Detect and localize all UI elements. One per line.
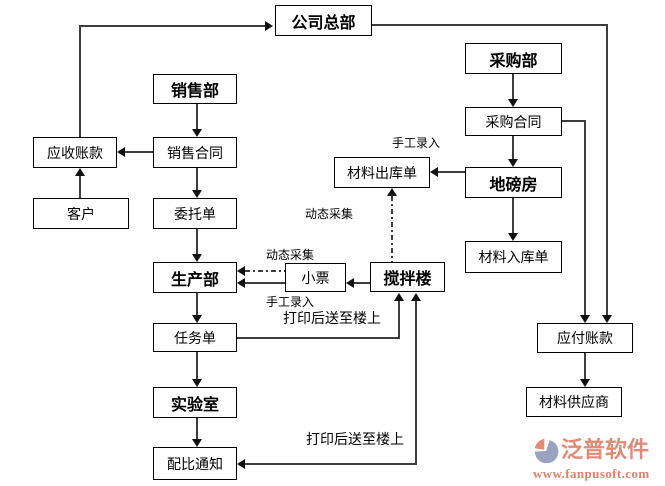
edge-production-to-task-line — [196, 293, 198, 315]
node-material-outbound-order: 材料出库单 — [334, 157, 430, 188]
edge-delegation-to-production-line — [196, 229, 198, 254]
node-production-dept: 生产部 — [153, 262, 237, 293]
edge-purchdept-to-contract-line — [512, 74, 514, 99]
edge-label-manual-entry-top: 手工录入 — [392, 136, 441, 150]
node-task-order: 任务单 — [153, 323, 237, 352]
edge-laboratory-to-notice-line — [196, 418, 198, 439]
edge-notice-mixing-vline — [415, 301, 417, 465]
edge-weighbridge-to-inbound-line — [512, 198, 514, 233]
edge-contract-to-receivable-line — [125, 151, 153, 153]
edge-task-to-mixing-vline — [398, 301, 400, 339]
node-material-supplier: 材料供应商 — [526, 387, 622, 417]
node-purchasing-dept: 采购部 — [465, 43, 562, 74]
edge-receivable-to-hq-hline — [79, 25, 266, 27]
node-mix-ratio-notice: 配比通知 — [153, 447, 237, 480]
edge-payable-to-supplier-line — [584, 353, 586, 379]
edge-weighbridge-to-outbound-line — [438, 171, 465, 173]
edge-label-print-upstairs-lower: 打印后送至楼上 — [306, 432, 404, 448]
edge-task-to-mixing-arrowhead — [394, 293, 404, 301]
fanpu-swoosh-icon — [534, 438, 559, 464]
edge-customer-to-receivable-line — [79, 176, 81, 198]
edge-delegation-to-production-arrowhead — [192, 254, 202, 262]
edge-label-manual-entry-mid: 手工录入 — [266, 295, 315, 309]
edge-ticket-to-production-line — [245, 282, 285, 284]
edge-mixing-to-ticket-arrowhead — [346, 278, 354, 288]
edge-laboratory-to-notice-arrowhead — [192, 439, 202, 447]
edge-mixing-to-outbound-arrowhead — [387, 188, 397, 196]
node-material-inbound-order: 材料入库单 — [465, 241, 562, 273]
edge-contract-to-weighbridge-line — [512, 136, 514, 159]
edge-receivable-to-hq-vline — [79, 26, 81, 137]
edge-hq-to-payable-vline — [606, 24, 608, 315]
node-customer: 客户 — [33, 198, 129, 229]
edge-contract-to-receivable-arrowhead — [117, 147, 125, 157]
edge-hq-to-payable-arrowhead — [602, 315, 612, 323]
edge-payable-to-supplier-arrowhead — [580, 379, 590, 387]
edge-contract-to-payable-vline — [584, 120, 586, 315]
node-accounts-receivable: 应收账款 — [33, 137, 117, 168]
edge-customer-to-receivable-arrowhead — [75, 168, 85, 176]
fanpu-brand-text: 泛普软件 — [561, 438, 650, 463]
edge-weighbridge-to-inbound-arrowhead — [508, 233, 518, 241]
edge-contract-to-weighbridge-arrowhead — [508, 159, 518, 167]
edge-receivable-to-hq-arrowhead — [265, 21, 273, 31]
edge-contract-to-delegation-line — [196, 168, 198, 190]
edge-label-dynamic-capture-mid: 动态采集 — [266, 248, 315, 262]
edge-notice-mixing-hline — [245, 463, 417, 465]
edge-purchdept-to-contract-arrowhead — [508, 99, 518, 107]
edge-salesdept-to-contract-arrowhead — [192, 129, 202, 137]
node-sales-dept: 销售部 — [153, 74, 237, 104]
edge-ticket-to-production-arrowhead — [237, 278, 245, 288]
edge-label-print-upstairs-upper: 打印后送至楼上 — [283, 311, 381, 327]
node-purchase-contract: 采购合同 — [465, 107, 562, 136]
node-accounts-payable: 应付账款 — [537, 323, 633, 353]
edge-production-to-task-arrowhead — [192, 315, 202, 323]
node-weighbridge-room: 地磅房 — [465, 167, 562, 198]
edge-mixing-to-ticket-line — [354, 282, 370, 284]
edge-label-dynamic-capture-top: 动态采集 — [305, 207, 354, 221]
edge-mixing-to-outbound-dashline — [391, 196, 393, 262]
node-ticket: 小票 — [285, 263, 346, 292]
edge-task-to-laboratory-line — [196, 352, 198, 379]
fanpu-logo: 泛普软件 www.fanpusoft.com — [533, 437, 650, 482]
edge-contract-to-payable-arrowhead — [580, 315, 590, 323]
edge-salesdept-to-contract-line — [196, 104, 198, 129]
edge-task-to-mixing-hline — [237, 337, 400, 339]
node-mixing-tower: 搅拌楼 — [370, 262, 445, 292]
edge-hq-to-payable-hline — [372, 24, 608, 26]
fanpu-logo-row: 泛普软件 — [533, 437, 650, 465]
edge-notice-mixing-up-arrowhead — [411, 293, 421, 301]
edge-notice-mixing-left-arrowhead — [237, 459, 245, 469]
edge-ticket-to-production-dash-arrowhead — [237, 266, 245, 276]
node-delegation-order: 委托单 — [153, 198, 237, 229]
node-company-hq: 公司总部 — [275, 5, 372, 36]
edge-task-to-laboratory-arrowhead — [192, 379, 202, 387]
edge-ticket-to-production-dashline — [245, 270, 285, 272]
fanpu-website-text: www.fanpusoft.com — [533, 466, 650, 481]
node-laboratory: 实验室 — [153, 387, 237, 418]
edge-weighbridge-to-outbound-arrowhead — [430, 167, 438, 177]
node-sales-contract: 销售合同 — [153, 137, 237, 168]
edge-contract-to-payable-hline — [562, 120, 586, 122]
edge-contract-to-delegation-arrowhead — [192, 190, 202, 198]
